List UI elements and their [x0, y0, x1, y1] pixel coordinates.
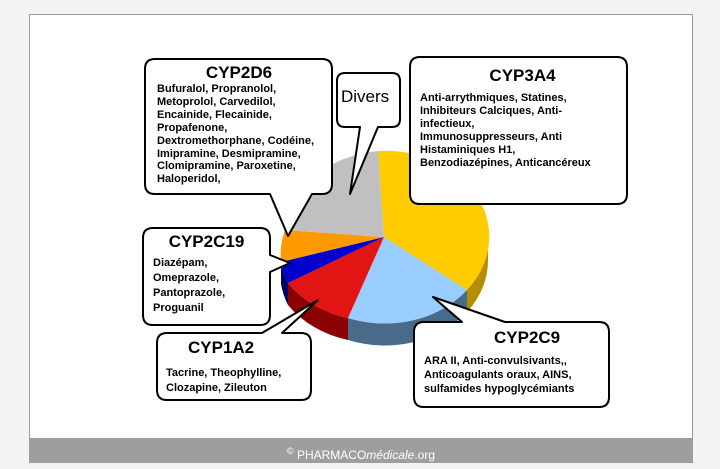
cyp2c19-line: Diazépam,: [153, 257, 208, 269]
callout-cyp2c9: CYP2C9 ARA II, Anti-convulsivants,, Anti…: [424, 328, 607, 396]
footer-bar: © PHARMACOmédicale.org: [29, 439, 693, 463]
cyp2c9-line: Anticoagulants oraux, AINS,: [424, 369, 572, 381]
cyp3a4-line: infectieux,: [420, 117, 475, 130]
cyp2d6-line: Propafenone,: [157, 121, 228, 134]
cyp3a4-line: Anti-arrythmiques, Statines,: [420, 92, 567, 104]
callout-cyp2c9-shape: [413, 296, 610, 408]
cyp2d6-line: Bufuralol, Propranolol,: [157, 83, 277, 95]
callout-cyp2c19-list: Diazépam, Omeprazole, Pantoprazole, Prog…: [153, 256, 268, 316]
callout-cyp2c19: CYP2C19 Diazépam, Omeprazole, Pantoprazo…: [153, 232, 268, 316]
cyp3a4-line: Benzodiazépines, Anticancéreux: [420, 156, 591, 169]
copyright-symbol: ©: [286, 446, 294, 456]
cyp2d6-line: Clomipramine, Paroxetine,: [157, 160, 296, 173]
callout-cyp3a4: CYP3A4 Anti-arrythmiques, Statines, Inhi…: [420, 66, 625, 169]
cyp3a4-line: Histaminiques H1,: [420, 143, 516, 156]
cyp1a2-line: Clozapine, Zileuton: [166, 382, 267, 394]
cyp2d6-line: Dextromethorphane, Codéine,: [157, 134, 315, 147]
callout-cyp2c9-list: ARA II, Anti-convulsivants,, Anticoagula…: [424, 354, 607, 396]
callout-cyp2c19-title: CYP2C19: [168, 232, 245, 251]
callout-cyp1a2-list: Tacrine, Theophylline, Clozapine, Zileut…: [166, 366, 308, 396]
cyp3a4-line: Immunosuppresseurs, Anti: [420, 130, 563, 143]
cyp2d6-line: Imipramine, Desmipramine,: [157, 147, 301, 160]
pie-slice-cyp1a2: [288, 237, 384, 318]
callout-cyp2d6: CYP2D6 Bufuralol, Propranolol, Metoprolo…: [157, 63, 329, 186]
callout-cyp2d6-title: CYP2D6: [205, 63, 273, 82]
callout-cyp1a2-shape: [156, 299, 319, 401]
callout-divers-title: Divers: [341, 87, 390, 106]
cyp2c9-line: ARA II, Anti-convulsivants,,: [424, 355, 567, 367]
cyp2c9-line: sulfamides hypoglycémiants: [424, 383, 575, 395]
callout-divers-shape: [336, 72, 401, 195]
callout-cyp1a2-title: CYP1A2: [188, 338, 255, 357]
cyp2d6-line: Haloperidol,: [157, 173, 221, 186]
cyp1a2-line: Tacrine, Theophylline,: [166, 367, 282, 379]
callout-cyp2c9-title: CYP2C9: [494, 328, 561, 347]
cyp2c19-line: Proguanil: [153, 302, 204, 314]
callout-cyp2d6-shape: [144, 58, 333, 237]
footer-suffix: .org: [414, 448, 436, 462]
cyp3a4-line: Inhibiteurs Calciques, Anti-: [420, 104, 562, 117]
callout-cyp3a4-shape: [409, 56, 628, 205]
pie-slice-cyp2d6: [280, 230, 384, 262]
callout-cyp2c19-shape: [142, 227, 291, 326]
pie-side-yellow: [467, 237, 489, 312]
pie-slice-cyp2c19: [281, 237, 384, 283]
callout-cyp3a4-title: CYP3A4: [489, 66, 556, 85]
callout-cyp2d6-list: Bufuralol, Propranolol, Metoprolol, Carv…: [157, 83, 329, 186]
cyp2d6-line: Encainide, Flecainide,: [157, 108, 272, 121]
callout-cyp3a4-list: Anti-arrythmiques, Statines, Inhibiteurs…: [420, 92, 625, 169]
pie-side-navy: [281, 262, 288, 305]
cyp2c19-line: Omeprazole,: [153, 272, 220, 284]
footer-brand-italic: médicale: [366, 448, 415, 462]
cyp2c19-line: Pantoprazole,: [153, 287, 226, 299]
pie-side-red: [288, 283, 348, 340]
footer-brand: PHARMACO: [296, 448, 367, 462]
callout-cyp1a2: CYP1A2 Tacrine, Theophylline, Clozapine,…: [166, 338, 308, 396]
cyp2d6-line: Metoprolol, Carvedilol,: [157, 95, 276, 108]
